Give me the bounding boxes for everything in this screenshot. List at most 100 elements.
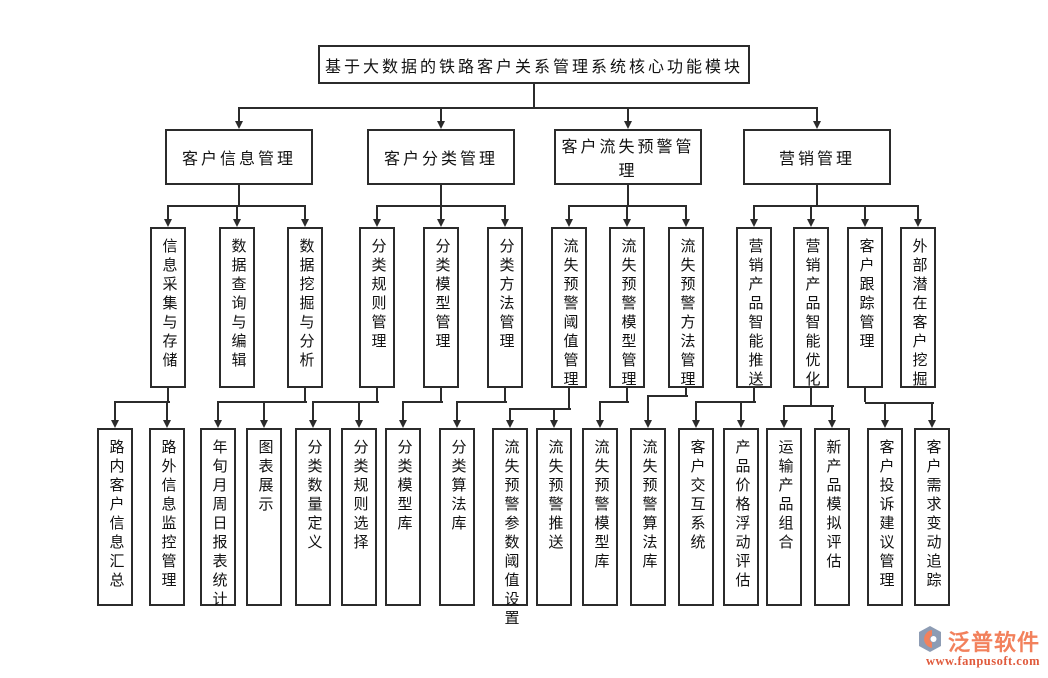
module-node-2-1: 分类规则管理	[359, 227, 395, 388]
connector-line	[884, 402, 886, 420]
module-node-3-2: 流失预警模型管理	[609, 227, 645, 390]
leaf-node-3-3-1-label: 流失预警算法库	[640, 439, 657, 572]
connector-line	[831, 405, 833, 420]
arrowhead	[355, 420, 363, 428]
connector-line	[740, 401, 742, 420]
module-node-4-3: 客户跟踪管理	[847, 227, 883, 388]
connector-line	[510, 408, 571, 410]
module-node-3-3: 流失预警方法管理	[668, 227, 704, 390]
leaf-node-3-3-1: 流失预警算法库	[630, 428, 666, 606]
arrowhead	[624, 121, 632, 129]
connector-line	[600, 401, 629, 403]
connector-line	[816, 107, 818, 121]
module-node-1-1: 信息采集与存储	[150, 227, 186, 388]
arrowhead	[692, 420, 700, 428]
module-node-2-1-label: 分类规则管理	[369, 238, 386, 352]
connector-line	[568, 205, 570, 219]
module-node-3-1: 流失预警阈值管理	[551, 227, 587, 390]
logo-hex-shape	[918, 625, 941, 652]
connector-line	[810, 388, 812, 405]
watermark: 泛普软件 www.fanpusoft.com	[880, 625, 1040, 672]
leaf-node-2-2-1: 分类模型库	[385, 428, 421, 606]
watermark-brand: 泛普软件	[947, 630, 1040, 655]
connector-line	[504, 205, 506, 219]
module-node-4-4-label: 外部潜在客户挖掘	[910, 238, 927, 390]
connector-line	[627, 185, 629, 205]
connector-line	[218, 401, 307, 403]
leaf-node-1-3-1: 年旬月周日报表统计	[200, 428, 236, 610]
leaf-node-1-1-2-label: 路外信息监控管理	[159, 439, 176, 591]
leaf-node-4-3-1: 客户投诉建议管理	[867, 428, 903, 606]
connector-line	[376, 205, 378, 219]
arrowhead	[164, 219, 172, 227]
arrowhead	[565, 219, 573, 227]
connector-line	[509, 408, 511, 420]
connector-line	[376, 388, 378, 401]
module-node-1-3-label: 数据挖掘与分析	[297, 238, 314, 371]
connector-line	[457, 401, 507, 403]
connector-line	[627, 107, 629, 121]
connector-line	[440, 205, 442, 219]
connector-line	[236, 205, 238, 219]
leaf-node-1-3-2-label: 图表展示	[256, 439, 273, 515]
connector-line	[533, 84, 535, 107]
arrowhead	[750, 219, 758, 227]
connector-line	[456, 401, 458, 420]
connector-line	[864, 205, 866, 219]
connector-line	[753, 205, 755, 219]
connector-line	[647, 395, 649, 420]
module-node-1-3: 数据挖掘与分析	[287, 227, 323, 388]
module-node-3-1-label: 流失预警阈值管理	[561, 238, 578, 390]
module-node-4-1-label: 营销产品智能推送	[746, 238, 763, 390]
leaf-node-2-3-1: 分类算法库	[439, 428, 475, 606]
module-node-4-2: 营销产品智能优化	[793, 227, 829, 390]
arrowhead	[309, 420, 317, 428]
arrowhead	[260, 420, 268, 428]
arrowhead	[881, 420, 889, 428]
connector-line	[238, 107, 240, 121]
connector-line	[239, 107, 817, 109]
connector-line	[402, 401, 404, 420]
group-node-1: 客户信息管理	[165, 129, 313, 185]
leaf-node-2-2-1-label: 分类模型库	[395, 439, 412, 534]
leaf-node-1-1-2: 路外信息监控管理	[149, 428, 185, 606]
module-node-2-3: 分类方法管理	[487, 227, 523, 388]
leaf-node-2-1-2-label: 分类规则选择	[351, 439, 368, 553]
leaf-node-4-2-1: 运输产品组合	[766, 428, 802, 606]
connector-line	[599, 401, 601, 420]
arrowhead	[780, 420, 788, 428]
connector-line	[263, 401, 265, 420]
arrowhead	[506, 420, 514, 428]
connector-line	[626, 388, 628, 401]
arrowhead	[861, 219, 869, 227]
leaf-node-4-1-1-label: 客户交互系统	[688, 439, 705, 553]
connector-line	[784, 405, 834, 407]
arrowhead	[437, 121, 445, 129]
connector-line	[167, 388, 169, 401]
module-node-1-2-label: 数据查询与编辑	[229, 238, 246, 371]
leaf-node-4-1-2-label: 产品价格浮动评估	[733, 439, 750, 591]
module-node-3-3-label: 流失预警方法管理	[678, 238, 695, 390]
connector-line	[313, 401, 379, 403]
module-node-1-1-label: 信息采集与存储	[160, 238, 177, 371]
connector-line	[810, 205, 812, 219]
logo-swoosh-shape	[923, 629, 932, 648]
leaf-node-2-1-1: 分类数量定义	[295, 428, 331, 606]
arrowhead	[163, 420, 171, 428]
group-node-4: 营销管理	[743, 129, 891, 185]
connector-line	[304, 205, 306, 219]
arrowhead	[214, 420, 222, 428]
arrowhead	[453, 420, 461, 428]
connector-line	[115, 401, 170, 403]
connector-line	[358, 401, 360, 420]
module-node-2-2: 分类模型管理	[423, 227, 459, 388]
arrowhead	[235, 121, 243, 129]
module-node-1-2: 数据查询与编辑	[219, 227, 255, 388]
arrowhead	[737, 420, 745, 428]
leaf-node-3-2-1-label: 流失预警模型库	[592, 439, 609, 572]
connector-line	[114, 401, 116, 420]
connector-line	[167, 205, 169, 219]
arrowhead	[644, 420, 652, 428]
connector-line	[754, 205, 918, 207]
